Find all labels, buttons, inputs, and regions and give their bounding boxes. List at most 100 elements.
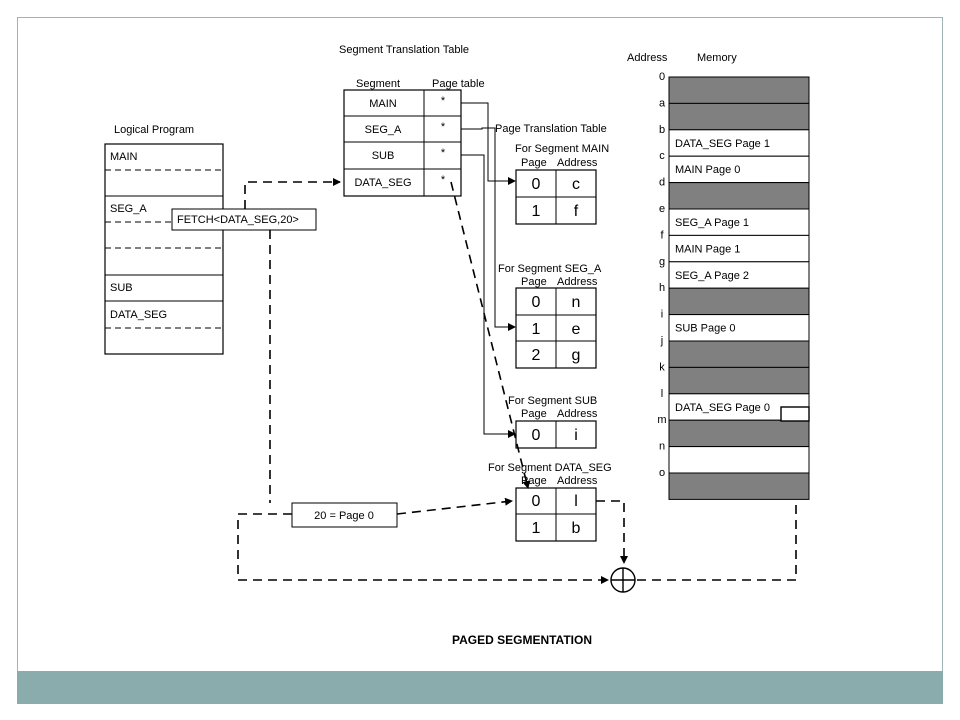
memory-address-label: l	[661, 388, 663, 400]
page-table-seg-a	[515, 287, 597, 369]
page-table-sub-row0-page: 0	[532, 427, 541, 444]
segment-pointer-main: *	[441, 95, 446, 107]
fetch-instruction-box	[171, 208, 317, 231]
page-table-data-seg-label: For Segment DATA_SEG	[488, 462, 612, 474]
memory-address-label: d	[659, 177, 665, 189]
page-table-sub-label: For Segment SUB	[508, 395, 597, 407]
logical-segment-data-seg: DATA_SEG	[110, 309, 167, 321]
page-table-seg-a-row2-page: 2	[532, 347, 541, 364]
memory-frame	[668, 472, 810, 500]
memory-address-label: o	[659, 467, 665, 479]
memory-frame	[668, 155, 810, 184]
diagram-title: PAGED SEGMENTATION	[452, 633, 592, 647]
page-table-seg-a-row1-address: e	[572, 321, 581, 338]
memory-address-label: i	[661, 309, 663, 321]
page-table-main-row0-address: c	[572, 176, 580, 193]
memory-frame-label: DATA_SEG Page 0	[675, 402, 770, 414]
segment-translation-table	[343, 89, 462, 197]
memory-frame	[668, 446, 810, 474]
adder-symbol	[610, 567, 636, 593]
page-table-seg-a-row0-address: n	[572, 294, 581, 311]
page-table-sub-page-header: Page	[521, 408, 547, 420]
memory-address-label: f	[660, 229, 664, 241]
page-table-column-header: Page table	[432, 78, 485, 90]
memory-address-label: n	[659, 441, 665, 453]
memory-frame-label: MAIN Page 1	[675, 243, 740, 255]
logical-segment-sub: SUB	[110, 282, 133, 294]
page-table-data-seg-row0-address: l	[574, 493, 578, 510]
segment-table-title: Segment Translation Table	[339, 44, 469, 56]
page-table-main-label: For Segment MAIN	[515, 143, 609, 155]
fetch-instruction-label: FETCH<DATA_SEG,20>	[177, 214, 299, 226]
memory-address-label: a	[659, 97, 666, 109]
page-table-main-address-header: Address	[557, 157, 598, 169]
page-table-main-row1-page: 1	[532, 203, 541, 220]
memory-frame	[668, 182, 810, 210]
memory-frame	[668, 314, 810, 342]
logical-segment-seg-a: SEG_A	[110, 203, 147, 215]
memory-frame	[668, 102, 810, 131]
page-table-sub-address-header: Address	[557, 408, 598, 420]
page-table-sub-row0-address: i	[574, 427, 578, 444]
memory-frame-label: DATA_SEG Page 1	[675, 138, 770, 150]
page-table-data-seg-row0-page: 0	[532, 493, 541, 510]
page-table-seg-a-row1-page: 1	[532, 321, 541, 338]
segment-to-page-table-links	[461, 102, 516, 438]
segment-pointer-seg-a: *	[441, 121, 446, 133]
memory-address-label: g	[659, 256, 665, 268]
memory-frame-label: SEG_A Page 2	[675, 270, 749, 282]
page-table-seg-a-page-header: Page	[521, 276, 547, 288]
segment-row-data-seg: DATA_SEG	[354, 177, 411, 189]
segment-pointer-sub: *	[441, 147, 446, 159]
memory-frame	[668, 208, 810, 236]
page-table-main-page-header: Page	[521, 157, 547, 169]
memory-address-label: b	[659, 124, 665, 136]
offset-box-label: 20 = Page 0	[314, 510, 374, 522]
page-table-data-seg-row1-address: b	[572, 520, 581, 537]
memory-frame-label: SEG_A Page 1	[675, 217, 749, 229]
memory-address-label: e	[659, 203, 665, 215]
page-table-sub	[515, 420, 597, 449]
memory-frame	[668, 234, 810, 263]
memory-frame	[668, 261, 810, 289]
footer-band	[17, 671, 943, 704]
page-table-main-row1-address: f	[574, 203, 579, 220]
memory-frame	[668, 129, 810, 157]
segment-row-main: MAIN	[369, 98, 397, 110]
memory-frames: DATA_SEG Page 1 MAIN Page 0 SEG_A Page 1 MA…	[668, 76, 810, 500]
page-table-title: Page Translation Table	[495, 123, 607, 135]
segment-column-header: Segment	[356, 78, 400, 90]
memory-header: Memory	[697, 52, 737, 64]
memory-address-label: m	[657, 414, 666, 426]
target-offset-marker	[780, 406, 810, 422]
page-table-seg-a-address-header: Address	[557, 276, 598, 288]
memory-frame-label: SUB Page 0	[675, 323, 736, 335]
page-table-data-seg-address-header: Address	[557, 475, 598, 487]
address-flow-dashed	[237, 178, 800, 584]
page-table-main-row0-page: 0	[532, 176, 541, 193]
segment-row-sub: SUB	[372, 150, 395, 162]
logical-program-box	[104, 143, 224, 355]
page-table-seg-a-row2-address: g	[572, 347, 581, 364]
memory-frame	[668, 419, 810, 448]
page-table-seg-a-row0-page: 0	[532, 294, 541, 311]
page-table-data-seg	[515, 487, 597, 542]
page-table-data-seg-row1-page: 1	[532, 520, 541, 537]
memory-address-label: j	[660, 335, 663, 347]
memory-frame-label: MAIN Page 0	[675, 164, 740, 176]
page-table-seg-a-label: For Segment SEG_A	[498, 263, 602, 275]
memory-address-label: k	[659, 361, 665, 373]
offset-box	[291, 502, 398, 528]
logical-program-label: Logical Program	[114, 124, 194, 136]
memory-address-header: Address	[627, 52, 668, 64]
memory-address-label: 0	[659, 71, 665, 83]
memory-frame	[668, 287, 810, 316]
segment-pointer-data-seg: *	[441, 174, 446, 186]
memory-frame	[668, 340, 810, 368]
memory-frame	[668, 366, 810, 395]
segment-row-seg-a: SEG_A	[365, 124, 402, 136]
logical-segment-main: MAIN	[110, 151, 138, 163]
memory-frame	[668, 76, 810, 104]
